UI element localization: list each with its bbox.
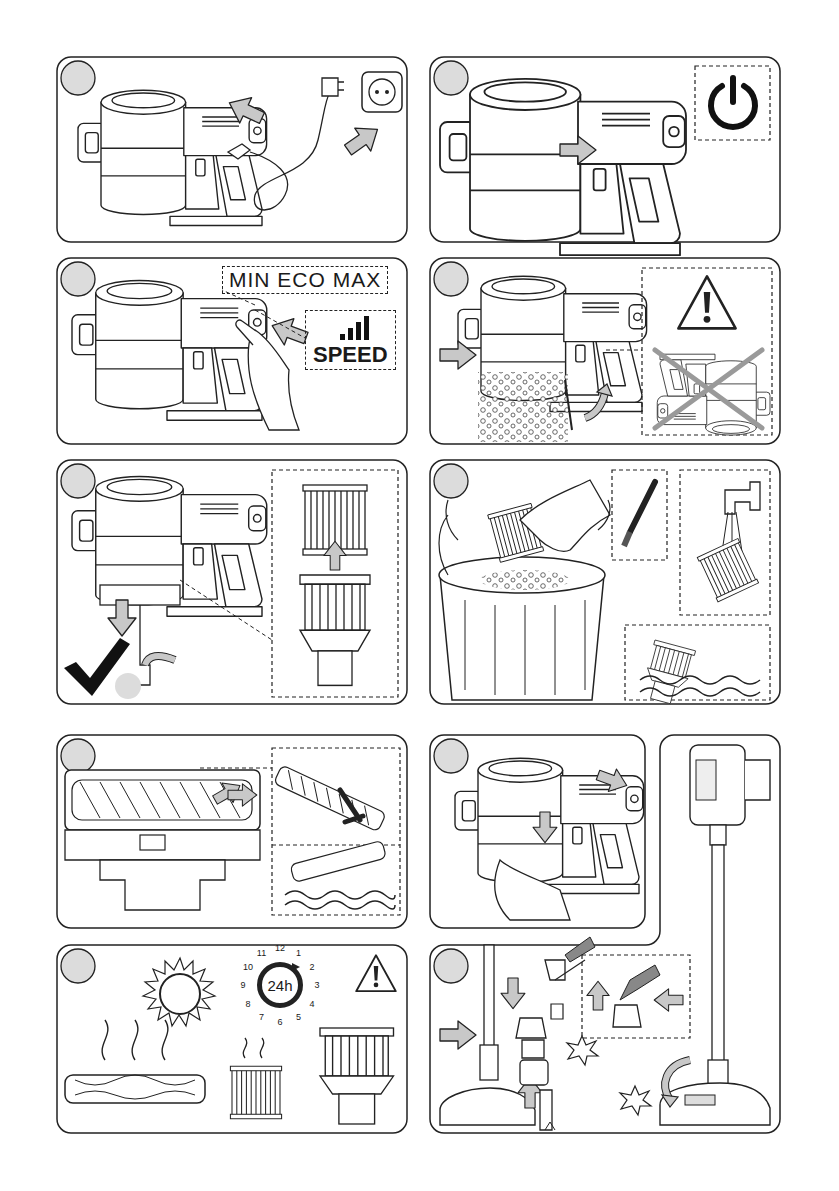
clock-number: 9 xyxy=(240,981,245,990)
filter-removal-illustration xyxy=(64,470,398,699)
clock-number: 1 xyxy=(296,948,301,957)
step-circles xyxy=(61,61,468,983)
brush-roll-illustration xyxy=(65,748,400,915)
clock-number: 5 xyxy=(296,1013,301,1022)
drying-illustration xyxy=(65,955,396,1124)
mode-box: MIN ECO MAX xyxy=(222,266,388,294)
clock-number: 6 xyxy=(277,1018,282,1027)
clock-number: 4 xyxy=(310,999,315,1008)
node-text: SPEED xyxy=(313,343,388,367)
stick-assembly-illustration xyxy=(455,745,770,1125)
speed-box: SPEED xyxy=(305,310,396,370)
emptying-illustration xyxy=(440,268,772,442)
clock-number: 12 xyxy=(275,944,285,953)
power-illustration xyxy=(440,66,770,255)
node-text: 24h xyxy=(267,977,292,994)
clock-number: 10 xyxy=(243,962,253,971)
panel-frames xyxy=(57,57,780,1133)
timer-circle: 24h xyxy=(257,962,303,1008)
clock-number: 8 xyxy=(245,999,250,1008)
disassembly-illustration xyxy=(440,937,690,1130)
clock-number: 11 xyxy=(257,948,266,957)
filter-cleaning-illustration xyxy=(439,470,770,707)
clock-number: 3 xyxy=(314,981,319,990)
clock-number: 2 xyxy=(310,962,315,971)
clock-number: 7 xyxy=(259,1013,264,1022)
charging-illustration xyxy=(78,72,402,226)
node-text: MIN ECO MAX xyxy=(229,268,381,292)
